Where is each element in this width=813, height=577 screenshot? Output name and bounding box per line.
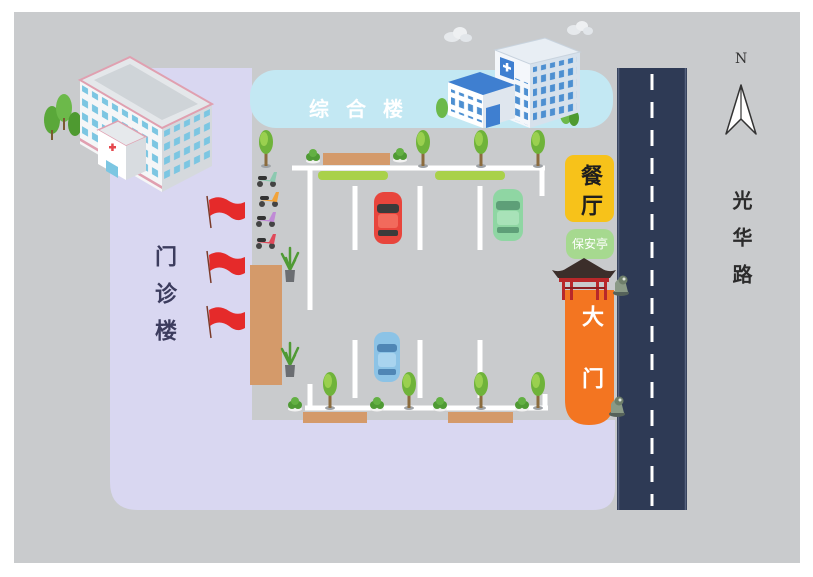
- main-gate-block: [565, 290, 614, 425]
- security-booth-block: [566, 229, 614, 259]
- hedge: [435, 171, 505, 180]
- scooter-icon: [256, 212, 276, 227]
- planter: [250, 265, 282, 385]
- flag-icon: [206, 250, 245, 284]
- scooter-icon: [256, 234, 276, 249]
- planter: [448, 412, 513, 423]
- outpatient-building-label: 门诊楼: [151, 245, 176, 356]
- car-icon: [374, 332, 400, 382]
- parking-lines: [292, 165, 548, 411]
- north-arrow-icon: [725, 84, 757, 135]
- car-icon: [493, 189, 523, 241]
- gate-pavilion-icon: [552, 258, 616, 300]
- planter: [303, 412, 367, 423]
- flag-icon: [206, 305, 245, 339]
- scooter-icon: [257, 172, 277, 187]
- cloud-icon: [444, 27, 472, 42]
- car-icon: [374, 192, 402, 244]
- hospital-building-icon: [436, 21, 593, 128]
- cloud-icon: [567, 21, 593, 35]
- flag-icon: [206, 195, 245, 229]
- road-name-label: 光华路: [729, 190, 753, 301]
- outpatient-area: [110, 68, 615, 510]
- hedge: [318, 171, 388, 180]
- planter: [323, 153, 390, 165]
- north-label: N: [735, 51, 748, 67]
- hospital-building-icon: [44, 55, 215, 192]
- comprehensive-building-label: 综合楼: [309, 97, 420, 121]
- security-booth-label: 保安亭: [571, 237, 608, 251]
- scooter-icon: [259, 192, 279, 207]
- canteen-label: 餐厅: [577, 164, 602, 224]
- main-gate-label: 大门: [578, 305, 603, 429]
- canteen-block: [565, 155, 614, 222]
